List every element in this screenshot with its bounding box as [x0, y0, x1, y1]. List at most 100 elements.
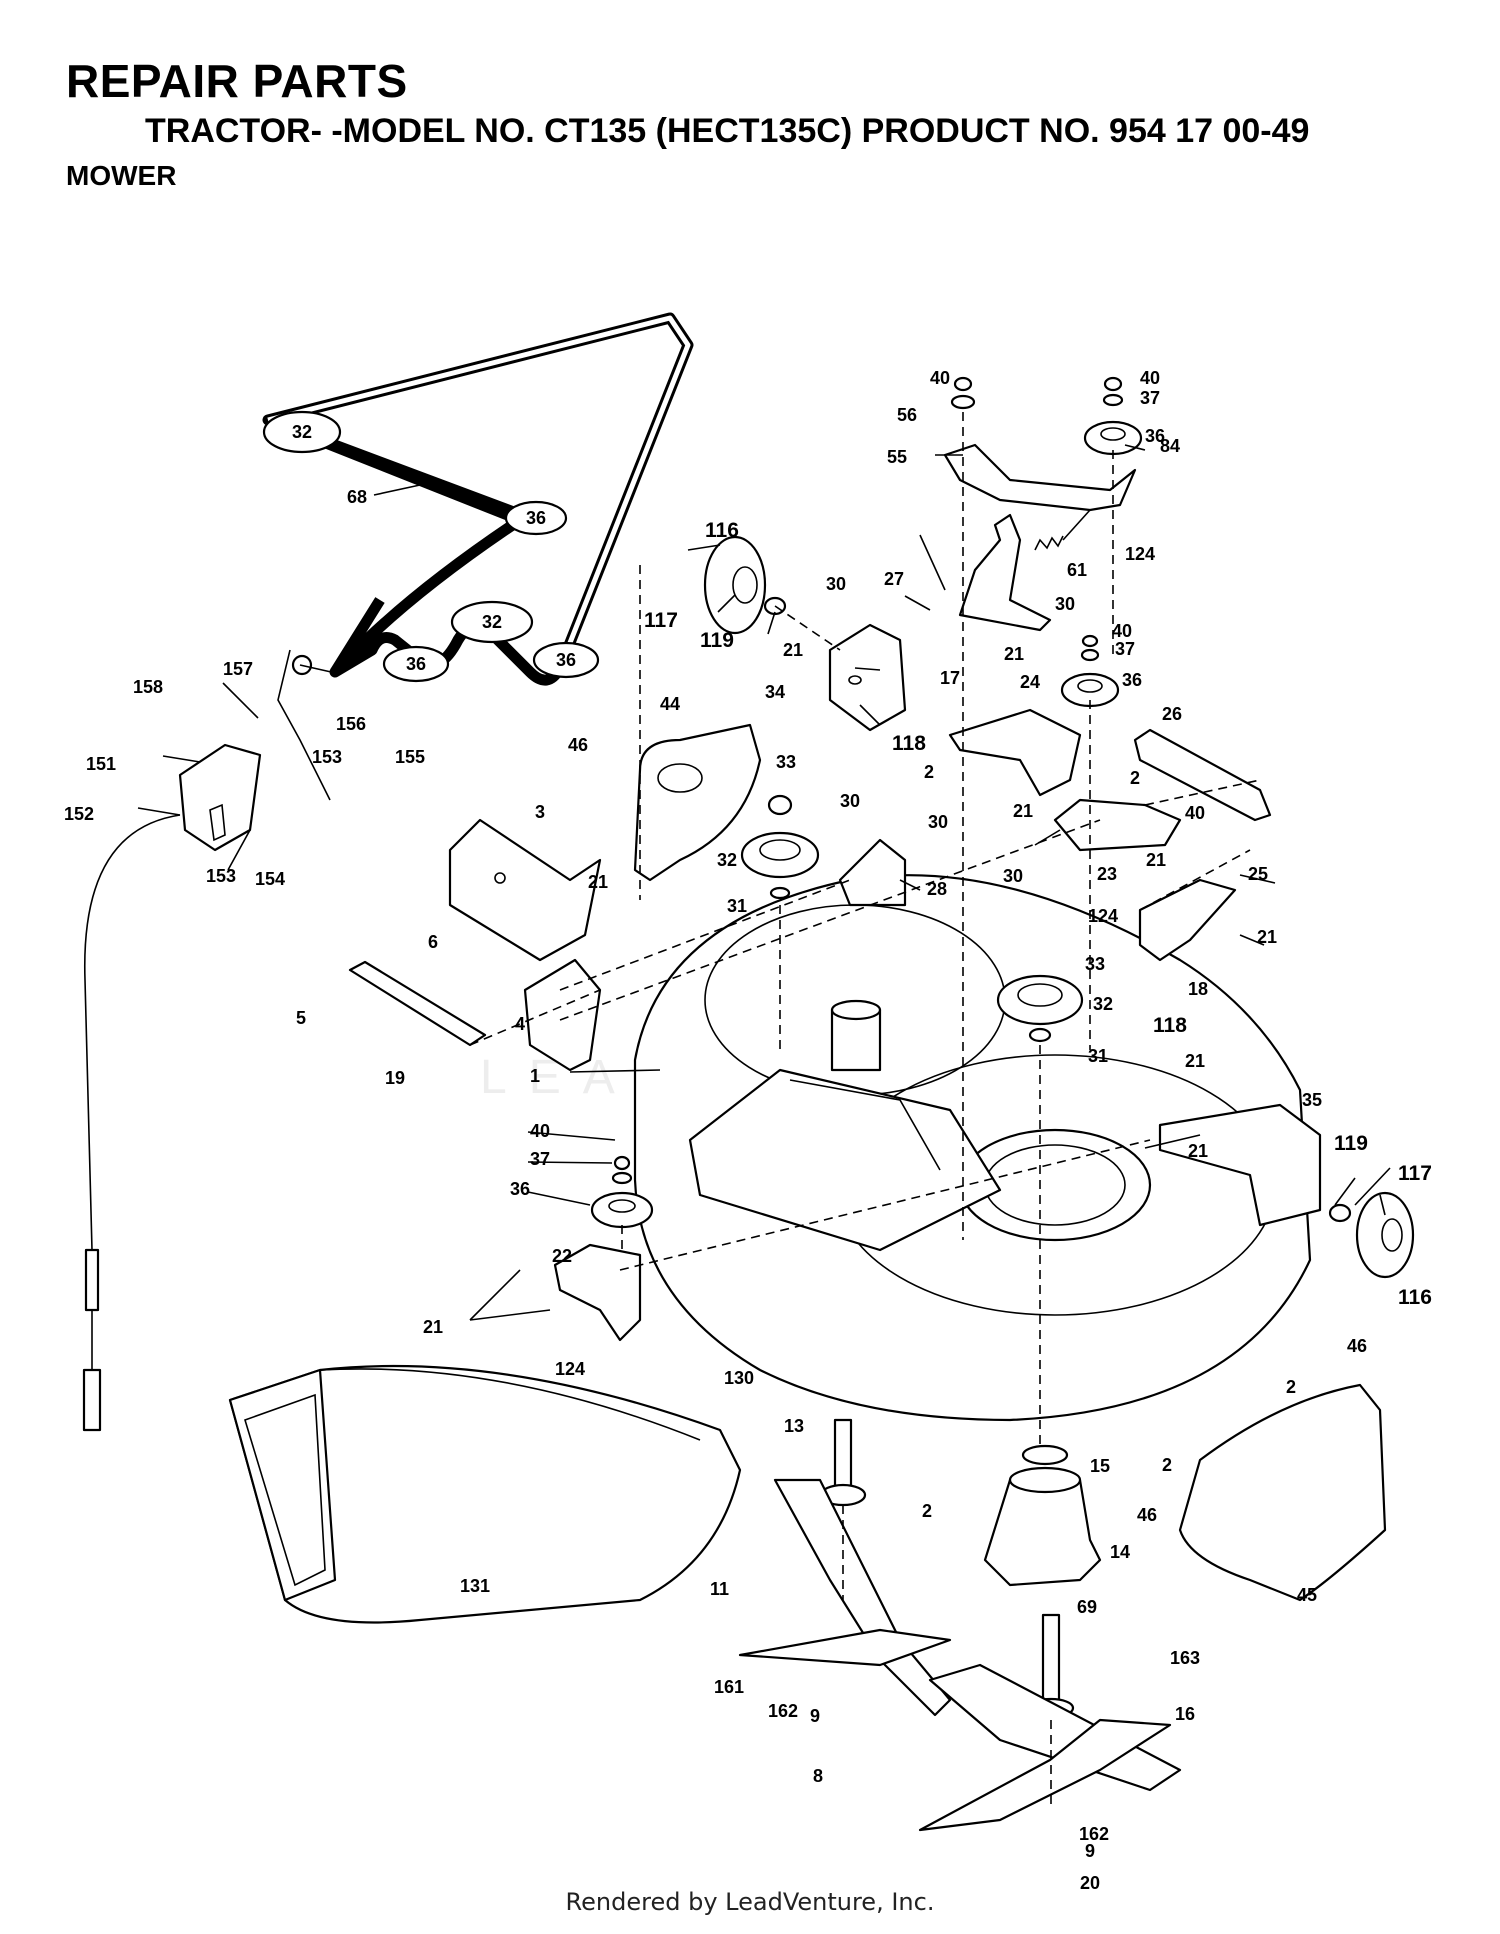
callout: 152	[64, 804, 94, 824]
hardware-56-40	[950, 376, 976, 410]
callout: 118	[1153, 1014, 1187, 1037]
callout: 4	[515, 1014, 525, 1034]
callout: 118	[892, 732, 926, 755]
callout: 40	[1140, 368, 1160, 388]
callout: 21	[1013, 801, 1033, 821]
callout: 163	[1170, 1648, 1200, 1668]
callout: 117	[644, 609, 678, 632]
callout: 2	[1286, 1377, 1296, 1397]
callout: 9	[1085, 1841, 1095, 1861]
callout: 84	[1160, 436, 1180, 456]
callout: 124	[1125, 544, 1155, 564]
callout: 5	[296, 1008, 306, 1028]
callout: 25	[1248, 864, 1268, 884]
spring-61	[1034, 535, 1064, 551]
callout: 45	[1297, 1585, 1317, 1605]
discharge-chute	[228, 1364, 742, 1624]
callout: 14	[1110, 1542, 1130, 1562]
pulley-label: 32	[292, 422, 312, 442]
callout: 40	[930, 368, 950, 388]
callout: 61	[1067, 560, 1087, 580]
callout: 131	[460, 1576, 490, 1596]
callout: 8	[813, 1766, 823, 1786]
callout: 32	[1093, 994, 1113, 1014]
callout: 156	[336, 714, 366, 734]
bracket-24	[948, 708, 1082, 797]
spindle-housing-14	[983, 1444, 1102, 1587]
bracket-23	[1053, 798, 1182, 852]
callout: 21	[1185, 1051, 1205, 1071]
callout: 21	[1146, 850, 1166, 870]
callout: 1	[530, 1066, 540, 1086]
model-subtitle: TRACTOR- -MODEL NO. CT135 (HECT135C) PRO…	[145, 112, 1310, 150]
callout: 30	[928, 812, 948, 832]
idler-pulley-36-top	[1083, 376, 1143, 456]
callout: 46	[1137, 1505, 1157, 1525]
callout: 154	[255, 869, 285, 889]
callout: 30	[840, 791, 860, 811]
belt-pulley-32-center: 32	[450, 600, 534, 644]
callout: 69	[1077, 1597, 1097, 1617]
callout: 67	[346, 640, 366, 660]
callout: 40	[1185, 803, 1205, 823]
callout: 21	[588, 872, 608, 892]
pulley-label: 36	[556, 650, 576, 670]
callout: 33	[1085, 954, 1105, 974]
callout: 37	[530, 1149, 550, 1169]
deck-bracket-3	[448, 818, 602, 962]
callout: 31	[727, 896, 747, 916]
blade-16	[918, 1718, 1172, 1832]
belt-pulley-36-mid: 36	[504, 500, 568, 536]
pulley-label: 36	[526, 508, 546, 528]
gauge-wheel-117-right	[1328, 1191, 1415, 1279]
callout: 161	[714, 1677, 744, 1697]
callout: 158	[133, 677, 163, 697]
belt-guard-44	[633, 723, 762, 882]
callout: 30	[1003, 866, 1023, 886]
pulley-label: 32	[482, 612, 502, 632]
belt-guard-45	[1178, 1383, 1387, 1602]
idler-arm-55	[943, 443, 1137, 512]
callout: 21	[1188, 1141, 1208, 1161]
callout: 36	[1145, 426, 1165, 446]
callout: 22	[552, 1246, 572, 1266]
hanger-bracket-4	[523, 958, 602, 1072]
callout: 124	[555, 1359, 585, 1379]
bracket-22	[553, 1243, 642, 1342]
pulley-32-left	[740, 794, 820, 900]
callout-labels: 1 2 2 2 2 2 3 4 5 6 8 9 9 11 13 14 15 16…	[64, 368, 1432, 1893]
callout: 46	[1347, 1336, 1367, 1356]
callout: 2	[922, 1501, 932, 1521]
callout: 33	[776, 752, 796, 772]
callout: 21	[423, 1317, 443, 1337]
callout: 37	[1115, 639, 1135, 659]
support-bracket-28	[838, 838, 907, 907]
callout: 55	[887, 447, 907, 467]
callout: 46	[568, 735, 588, 755]
belt-pulley-36-right: 36	[532, 641, 600, 679]
callout: 162	[1079, 1824, 1109, 1844]
callout: 30	[1055, 594, 1075, 614]
callout: 36	[510, 1179, 530, 1199]
pulley-32-right	[996, 974, 1084, 1043]
belt-pulley-32-top: 32	[262, 410, 342, 454]
callout: 2	[924, 762, 934, 782]
callout: 157	[223, 659, 253, 679]
callout: 151	[86, 754, 116, 774]
callout: 13	[784, 1416, 804, 1436]
callout: 15	[1090, 1456, 1110, 1476]
callout: 27	[884, 569, 904, 589]
spindle-13	[819, 1418, 867, 1507]
callout: 16	[1175, 1704, 1195, 1724]
leader-lines	[137, 444, 1391, 1321]
callout: 130	[724, 1368, 754, 1388]
callout: 19	[385, 1068, 405, 1088]
callout: 30	[826, 574, 846, 594]
callout: 34	[765, 682, 785, 702]
callout: 9	[810, 1706, 820, 1726]
link-rod-6	[348, 960, 487, 1047]
callout: 2	[1162, 1455, 1172, 1475]
callout: 18	[1188, 979, 1208, 999]
wheel-bracket-34	[828, 623, 907, 732]
callout: 153	[312, 747, 342, 767]
